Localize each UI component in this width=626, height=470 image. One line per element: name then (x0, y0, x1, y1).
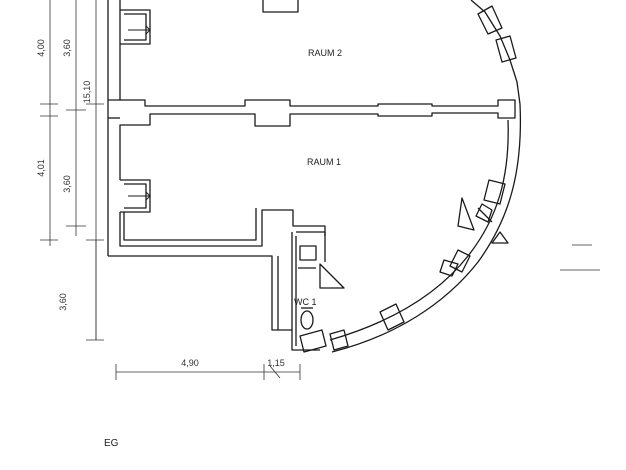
dimension-label: 1,15 (267, 358, 285, 368)
room1-walls (108, 132, 326, 331)
room-label-raum1: RAUM 1 (307, 157, 341, 167)
room-label-raum2: RAUM 2 (308, 48, 342, 58)
dimension-lines (40, 0, 600, 380)
dimension-label: 4,00 (36, 39, 46, 57)
arrow-icon (128, 25, 151, 35)
dimension-label: 3,60 (58, 293, 68, 311)
arrow-icon (128, 191, 151, 201)
dimension-label: 4,90 (181, 358, 199, 368)
dimension-label: 3,60 (62, 39, 72, 57)
dimension-label: 15,10 (82, 81, 92, 104)
curved-facade (299, 5, 522, 353)
partition-wall (108, 99, 516, 132)
dimension-label: 4,01 (36, 159, 46, 177)
door-arrows (128, 25, 151, 201)
floor-label: EG (104, 438, 119, 449)
wc-walls (291, 231, 345, 351)
room-label-wc1: WC 1 (294, 297, 317, 307)
dimension-label: 3,60 (62, 175, 72, 193)
exterior-wall (107, 0, 521, 256)
entrance-markers (457, 197, 509, 244)
